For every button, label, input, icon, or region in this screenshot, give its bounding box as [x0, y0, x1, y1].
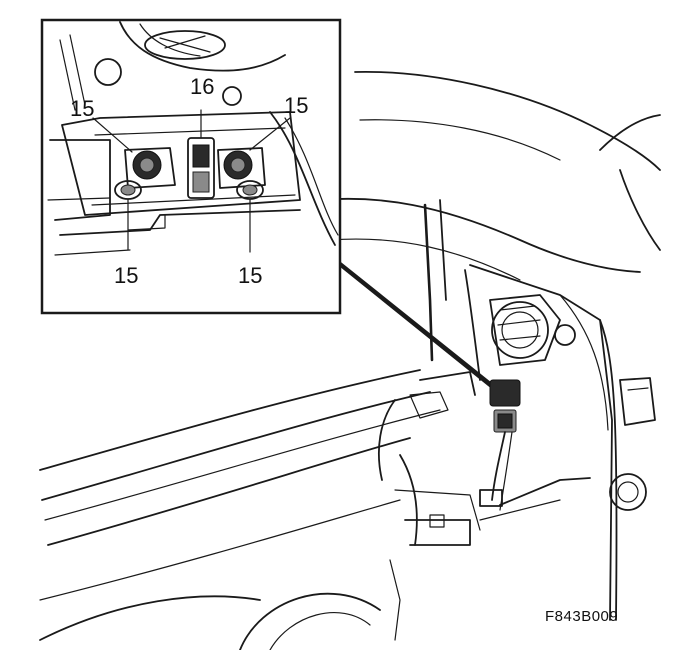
- inset-detail: 15 16 15 15 15: [40, 18, 342, 315]
- callout-bottom-left: 15: [114, 263, 138, 288]
- callout-top-center: 16: [190, 74, 214, 99]
- callout-bottom-right: 15: [238, 263, 262, 288]
- figure-reference: F843B009: [545, 608, 618, 625]
- callout-top-left: 15: [70, 96, 94, 121]
- main-scene: [39, 70, 661, 650]
- callout-top-right: 15: [284, 93, 308, 118]
